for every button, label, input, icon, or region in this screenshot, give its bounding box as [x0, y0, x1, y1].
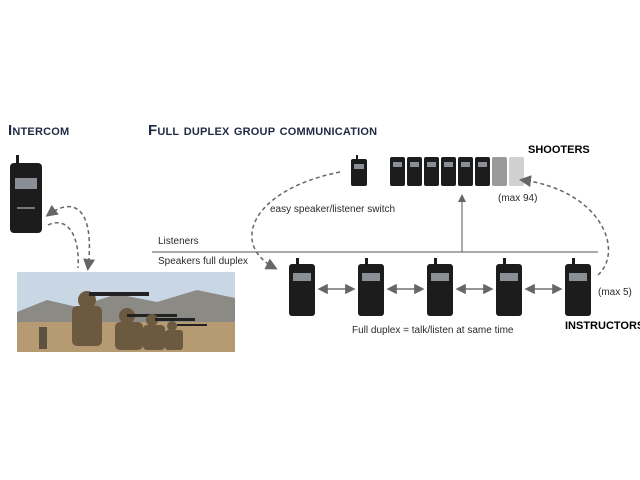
intercom-device-icon — [10, 155, 42, 233]
full-duplex-note: Full duplex = talk/listen at same time — [352, 325, 514, 336]
max-shooters-label: (max 94) — [498, 193, 538, 204]
listeners-label: Listeners — [158, 236, 199, 247]
speakers-label: Speakers full duplex — [158, 256, 249, 267]
shooter-devices — [390, 157, 524, 186]
full-duplex-heading: Full duplex group communication — [148, 122, 378, 139]
instructors-label: INSTRUCTORS — [565, 320, 640, 332]
shooters-label: SHOOTERS — [528, 144, 590, 156]
speaker-devices — [289, 258, 591, 316]
max-instructors-label: (max 5) — [598, 287, 632, 298]
easy-switch-label: easy speaker/listener switch — [270, 204, 396, 215]
soldiers-firing-range-photo — [17, 272, 235, 352]
intercom-heading: Intercom — [8, 122, 70, 139]
switch-device-icon — [351, 155, 367, 186]
